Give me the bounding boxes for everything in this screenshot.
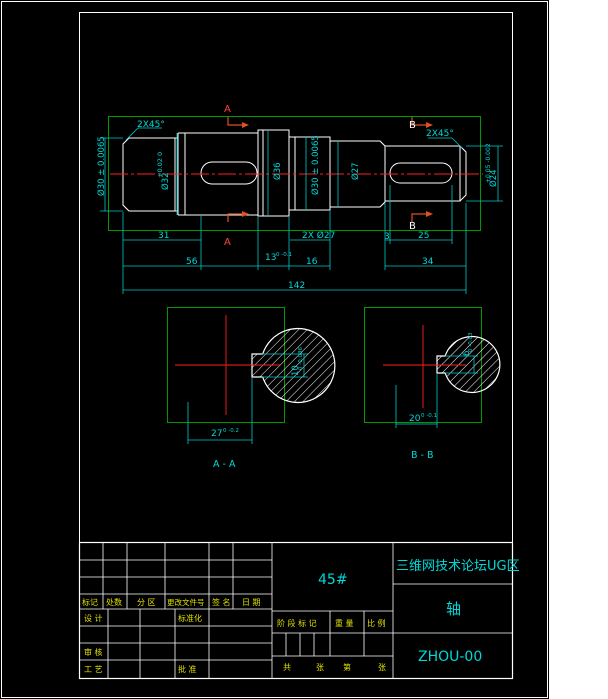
chamfer-right-label: 2X45° — [426, 129, 454, 139]
review-label: 审 核 — [84, 647, 103, 657]
weight-label: 重 量 — [335, 618, 354, 628]
section-b-view — [364, 307, 501, 428]
section-a-key-width: 10 — [291, 365, 301, 376]
process-label: 工 艺 — [84, 665, 103, 674]
section-b-label: B - B — [411, 450, 434, 461]
scale-label: 比 例 — [367, 618, 386, 628]
dim-13-tol: 0 -0.1 — [276, 252, 292, 258]
sheet-index-label: 第 — [343, 662, 351, 672]
section-a-depth: 27 — [211, 429, 222, 439]
chamfer-middle-label: 2X Ø27 — [302, 230, 335, 241]
section-a-view — [167, 307, 336, 444]
dim-collar: Ø36 — [272, 162, 283, 180]
sheet-border — [1, 1, 548, 698]
dim-16: 16 — [306, 257, 318, 267]
rev-col-zone: 分 区 — [137, 598, 156, 607]
dim-step: Ø27 — [350, 162, 361, 180]
dim-34: 34 — [422, 257, 434, 267]
section-markers — [227, 117, 433, 222]
section-mark-b-top: B — [409, 120, 416, 131]
dim-31: 31 — [158, 231, 169, 241]
dim-key-seat-tol: +0.02 0 — [156, 152, 164, 178]
section-b-key-width: 6 — [462, 351, 472, 356]
dim-middle-journal: Ø30 ± 0.0065 — [310, 135, 321, 195]
rev-col-doc: 更改文件号 — [167, 597, 205, 607]
chamfer-left-label: 2X45° — [137, 120, 165, 130]
approve-label: 批 准 — [178, 664, 197, 674]
sheet-total-label: 共 — [283, 663, 291, 672]
length-dimension-lines — [122, 185, 467, 294]
section-b-depth-tol: 0 -0.1 — [421, 413, 437, 419]
sheet-unit-label-1: 张 — [316, 663, 324, 672]
section-b-key-width-tol: 0 -0.03 — [468, 332, 474, 352]
dim-right-end: Ø24 — [488, 169, 499, 187]
dim-25: 25 — [418, 231, 429, 241]
section-mark-a-bottom: A — [224, 237, 231, 248]
revision-header-row: 标记 处数 分 区 更改文件号 签 名 日 期 — [82, 597, 261, 607]
dim-left-journal: Ø30 ± 0.0065 — [96, 136, 107, 196]
section-mark-b-bottom: B — [409, 221, 416, 232]
standard-label: 标准化 — [178, 613, 202, 623]
rev-col-mark: 标记 — [82, 597, 98, 607]
section-a-label: A - A — [213, 459, 236, 470]
diameter-dimension-lines — [100, 130, 503, 216]
sheet-unit-label-2: 张 — [378, 663, 386, 672]
design-label: 设 计 — [84, 613, 103, 623]
section-b-depth: 20 — [409, 414, 421, 424]
construction-box — [108, 116, 481, 231]
dim-13: 13 — [265, 253, 276, 263]
title-block — [78, 541, 514, 680]
stage-mark-label: 阶 段 标 记 — [277, 618, 317, 628]
section-a-depth-tol: 0 -0.2 — [223, 428, 239, 434]
shaft-main-view — [108, 116, 483, 231]
company-label: 三维网技术论坛UG区 — [396, 559, 520, 574]
dim-56: 56 — [186, 257, 198, 267]
rev-col-sign: 签 名 — [212, 597, 231, 607]
dim-total: 142 — [288, 281, 305, 291]
rev-col-date: 日 期 — [242, 598, 261, 607]
dim-3: 3 — [384, 232, 390, 242]
dim-key-seat: Ø32 — [160, 172, 171, 190]
section-a-key-width-tol: 0 -0.036 — [298, 347, 304, 370]
part-name-label: 轴 — [446, 600, 461, 618]
dim-right-end-tol: +0.05 -0.002 — [485, 143, 492, 183]
drawing-number-label: ZHOU-00 — [418, 649, 482, 665]
material-label: 45# — [318, 572, 348, 588]
section-mark-a-top: A — [224, 104, 231, 115]
rev-col-count: 处数 — [106, 597, 122, 607]
